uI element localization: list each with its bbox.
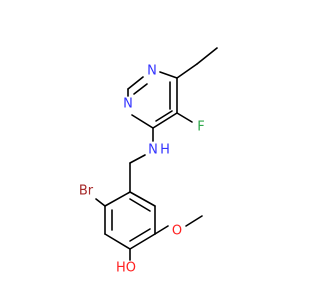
bond-ring-n1-c2-inner	[133, 83, 148, 95]
ring-nitrogen-top-label: N	[147, 64, 157, 79]
bond-o-ch3	[185, 215, 203, 227]
fluorine-label: F	[197, 120, 204, 135]
bond-nh-ch2	[129, 154, 146, 164]
bond-benz-c4-c5	[129, 233, 156, 250]
bond-benz-c3-c4	[104, 233, 131, 250]
bond-benz-c6-c1	[129, 191, 156, 207]
bond-ring-c4-c5	[152, 112, 178, 129]
bond-aryl-ome	[154, 225, 169, 235]
amine-nitrogen-label: N	[148, 143, 158, 158]
bond-benz-c1-c2	[104, 191, 131, 207]
bond-ring-c6-n1	[159, 71, 178, 79]
bond-benz-c4-c5-inner	[129, 228, 151, 242]
amine-hydrogen-label: H	[160, 143, 170, 158]
bond-aryl-br	[95, 198, 106, 207]
bond-ring-n1-c2	[127, 76, 144, 90]
bond-ring-n3-c4	[131, 114, 154, 129]
methoxy-oxygen-label: O	[172, 224, 182, 239]
hydroxyl-label: HO	[116, 261, 136, 276]
ring-nitrogen-left-label: N	[123, 97, 133, 112]
molecule-canvas: N N F N H Br HO O	[78, 47, 218, 276]
molecule-structure: N N F N H Br HO O	[79, 47, 218, 276]
bond-ethyl-ch2	[176, 63, 198, 79]
bond-c5-f	[176, 112, 193, 123]
bond-ethyl-ch3	[196, 47, 218, 65]
bromine-label: Br	[79, 184, 94, 199]
bond-ring-c4-c5-inner	[155, 110, 173, 122]
bond-benz-c6-c1-inner	[129, 198, 151, 212]
